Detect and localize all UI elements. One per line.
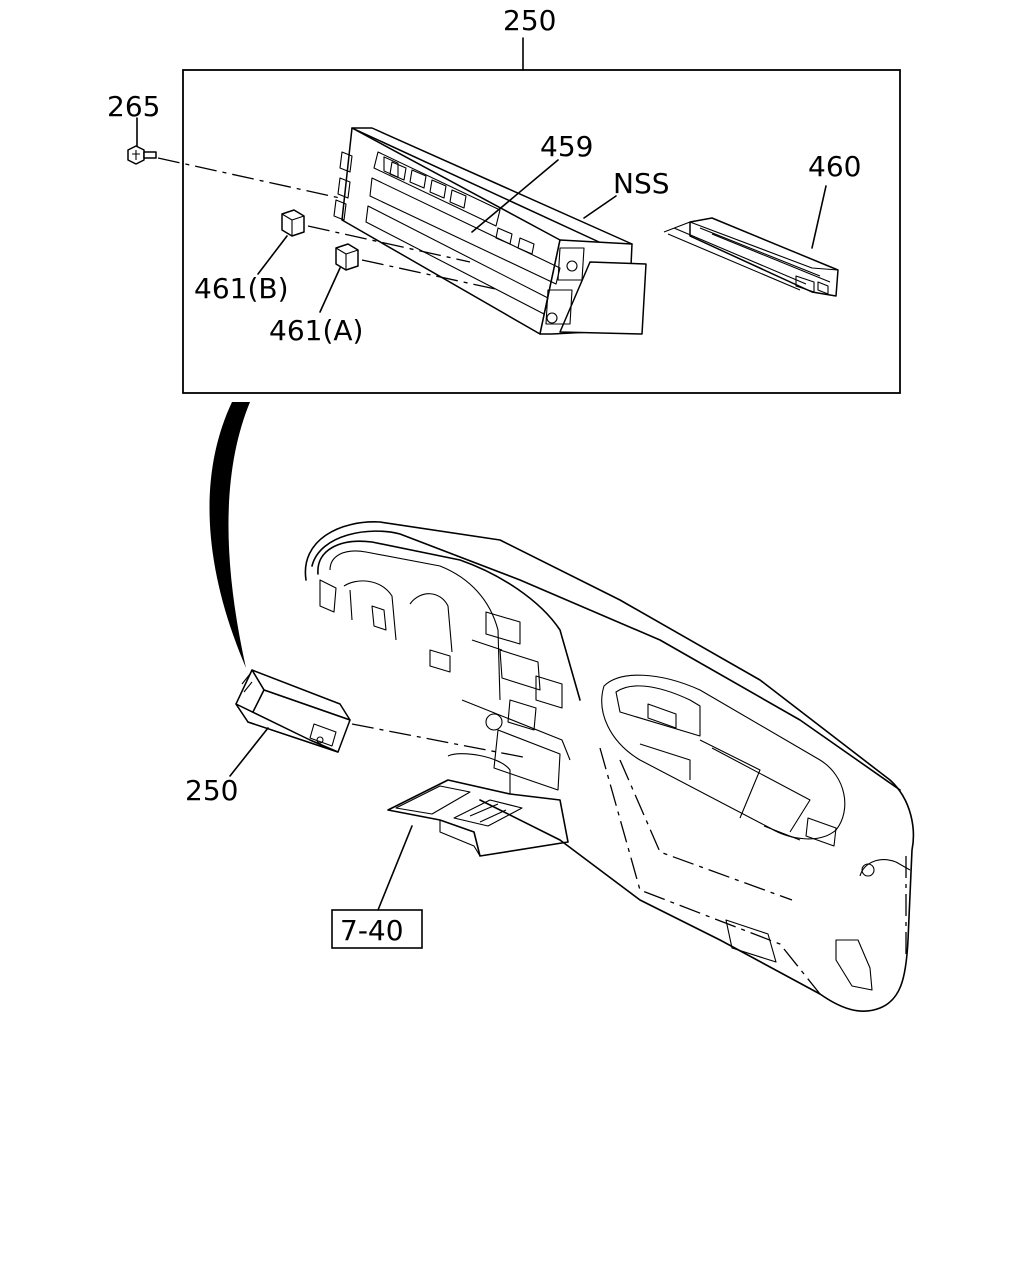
climate-control-unit [333, 127, 647, 335]
screw-part [127, 117, 341, 199]
reference-label: 7-40 [340, 914, 404, 947]
callout-assembly-installed: 250 [185, 774, 238, 807]
installed-control-assembly [229, 669, 529, 777]
callout-bracket: 460 [808, 150, 861, 183]
callout-knob-a: 461(A) [269, 314, 363, 347]
dashboard-assembly [304, 521, 915, 1012]
callout-screw: 265 [107, 90, 160, 123]
knob-parts [257, 209, 501, 313]
detail-connector [209, 402, 250, 668]
callout-assembly-top: 250 [503, 4, 556, 37]
callout-control-unit: 459 [540, 130, 593, 163]
bracket-part [663, 185, 839, 297]
reference-box [331, 909, 423, 949]
reference-leader [377, 825, 413, 911]
callout-knob-b: 461(B) [194, 272, 289, 305]
detail-inset [182, 37, 901, 394]
callout-nss: NSS [613, 167, 670, 200]
